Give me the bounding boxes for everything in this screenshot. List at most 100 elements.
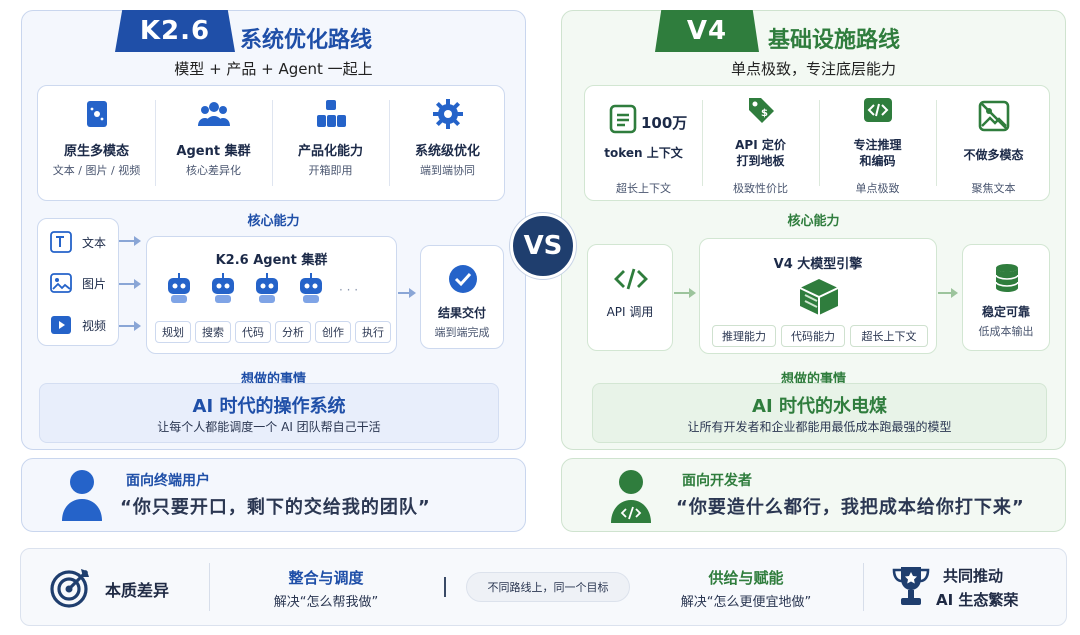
k26-goal-banner: AI 时代的操作系统 让每个人都能调度一个 AI 团队帮自己干活	[39, 383, 499, 443]
feature-no-multimodal: 不做多模态 聚焦文本	[936, 86, 1051, 200]
input-text: 文本	[50, 230, 106, 254]
v4-tab: V4	[655, 10, 759, 52]
integration-desc: 解决“怎么帮我做”	[273, 595, 379, 610]
feature-api-pricing: $ API 定价 打到地板 极致性价比	[702, 86, 819, 200]
end-user-panel: 面向终端用户 “你只要开口，剩下的交给我的团队”	[21, 458, 526, 532]
multimodal-icon	[86, 101, 107, 127]
arrow	[938, 288, 958, 298]
k26-route-subtitle: 模型 + 产品 + Agent 一起上	[174, 60, 373, 78]
text-icon	[50, 231, 72, 253]
goal-headline: AI 时代的操作系统	[192, 396, 346, 417]
divider	[863, 563, 864, 611]
code-brackets-icon	[614, 268, 648, 290]
target-icon	[50, 569, 89, 608]
supply-desc: 解决“怎么更便宜地做”	[680, 595, 812, 610]
feature-title: 原生多模态	[63, 144, 129, 159]
feature-system-optimization: 系统级优化 端到端协同	[389, 86, 506, 200]
feature-long-context: 100万 token 上下文 超长上下文	[585, 86, 702, 200]
v4-core-label: 核心能力	[787, 214, 840, 229]
api-call-label: API 调用	[606, 305, 654, 319]
end-user-title: 面向终端用户	[126, 473, 210, 489]
integration-title: 整合与调度	[288, 569, 364, 587]
task-pill: 执行	[355, 321, 391, 343]
goal-headline: AI 时代的水电煤	[752, 396, 887, 417]
feature-desc: 聚焦文本	[971, 182, 1016, 195]
divider	[936, 100, 937, 186]
developer-quote: “你要造什么都行，我把成本给你打下来”	[676, 497, 1025, 518]
robot-icon	[300, 273, 322, 303]
k26-feature-card: 原生多模态 文本 / 图片 / 视频 Agent 集群 核心差异化 产品化能力 …	[37, 85, 505, 201]
feature-title-a: 100万	[641, 114, 688, 132]
user-icon	[62, 470, 102, 521]
video-icon	[51, 316, 71, 334]
arrow	[398, 288, 416, 298]
feature-desc: 文本 / 图片 / 视频	[52, 164, 141, 177]
divider	[209, 563, 210, 611]
v4-route-title: 基础设施路线	[768, 28, 901, 53]
divider	[444, 577, 446, 597]
k26-route-title: 系统优化路线	[240, 28, 373, 53]
feature-title-a: 专注推理	[853, 138, 902, 152]
feature-title-b: 和编码	[859, 154, 896, 168]
feature-desc: 极致性价比	[733, 182, 788, 195]
engine-pill: 超长上下文	[850, 325, 928, 347]
robot-icon	[212, 273, 234, 303]
v4-goal-banner: AI 时代的水电煤 让所有开发者和企业都能用最低成本跑最强的模型	[592, 383, 1047, 443]
input-list: 文本 图片 视频	[37, 218, 119, 346]
feature-title: Agent 集群	[176, 144, 251, 159]
feature-title-b: 打到地板	[736, 154, 785, 168]
no-image-icon	[978, 100, 1009, 132]
arrow	[119, 321, 141, 331]
supply-title: 供给与赋能	[708, 569, 784, 587]
essence-bar: 本质差异 整合与调度 解决“怎么帮我做” 不同路线上，同一个目标 供给与赋能 解…	[20, 548, 1067, 626]
feature-multimodal: 原生多模态 文本 / 图片 / 视频	[38, 86, 155, 200]
agent-cluster-card: K2.6 Agent 集群 · · · 规划 搜索 代码 分析 创作 执行	[146, 236, 397, 354]
task-pill: 分析	[275, 321, 311, 343]
check-circle-icon	[449, 265, 477, 293]
svg-text:$: $	[761, 108, 768, 119]
final-line-b: AI 生态繁荣	[936, 591, 1019, 609]
task-pill: 规划	[155, 321, 191, 343]
same-goal-pill: 不同路线上，同一个目标	[466, 572, 630, 602]
feature-desc: 超长上下文	[616, 182, 671, 195]
result-title: 结果交付	[437, 306, 486, 320]
feature-title: 系统级优化	[414, 144, 480, 159]
task-pill: 代码	[235, 321, 271, 343]
developer-title: 面向开发者	[682, 473, 752, 489]
blocks-icon	[316, 100, 346, 127]
feature-title: 产品化能力	[297, 144, 363, 159]
people-group-icon	[197, 102, 230, 126]
price-tag-icon: $	[748, 98, 774, 123]
engine-title: V4 大模型引擎	[773, 257, 863, 272]
arrow	[119, 279, 141, 289]
api-call-card: API 调用	[587, 244, 673, 351]
stable-card: 稳定可靠 低成本输出	[962, 244, 1050, 351]
stable-desc: 低成本输出	[978, 325, 1034, 338]
divider	[702, 100, 703, 186]
arrow	[674, 288, 696, 298]
developer-icon	[611, 470, 651, 523]
task-pill: 创作	[315, 321, 351, 343]
input-image: 图片	[50, 271, 106, 295]
input-label: 视频	[82, 318, 107, 333]
divider	[389, 100, 390, 186]
input-video: 视频	[50, 313, 106, 337]
feature-desc: 核心差异化	[186, 164, 241, 177]
image-icon	[50, 273, 72, 293]
divider	[155, 100, 156, 186]
input-label: 图片	[82, 276, 107, 291]
v4-route-panel	[561, 10, 1066, 450]
document-icon	[609, 104, 637, 134]
vs-badge: VS	[510, 213, 576, 279]
feature-title-b: token 上下文	[604, 146, 683, 160]
feature-title-a: 不做多模态	[963, 148, 1024, 162]
more-agents-ellipsis: · · ·	[339, 283, 359, 297]
feature-desc: 开箱即用	[308, 164, 353, 177]
divider	[819, 100, 820, 186]
final-line-a: 共同推动	[943, 567, 1004, 585]
robot-icon	[256, 273, 278, 303]
arrow	[119, 236, 141, 246]
v4-feature-card: 100万 token 上下文 超长上下文 $ API 定价 打到地板 极致性价比…	[584, 85, 1050, 201]
end-user-quote: “你只要开口，剩下的交给我的团队”	[120, 497, 431, 518]
database-icon	[995, 264, 1019, 292]
